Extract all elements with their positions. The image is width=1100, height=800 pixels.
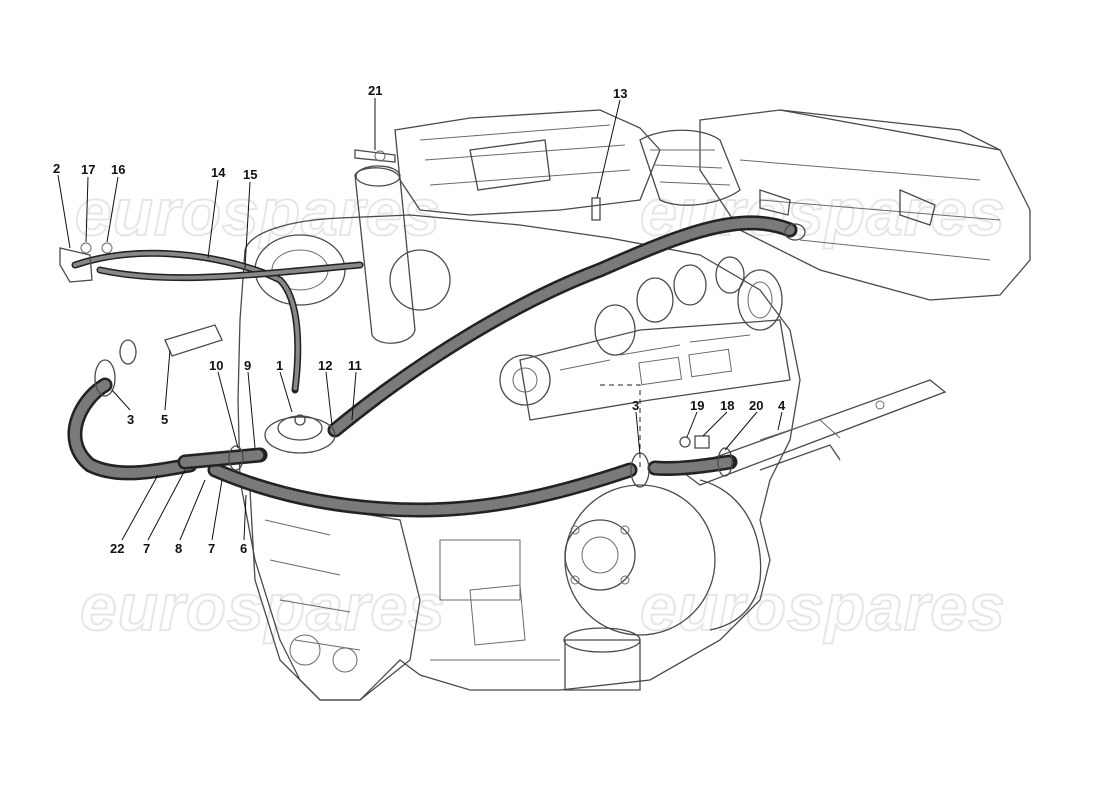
callout-3-right: 3 <box>632 398 639 413</box>
watermark-bottom-right: eurospares <box>640 570 1006 644</box>
callout-18: 18 <box>720 398 734 413</box>
pipe-drawing <box>678 379 947 486</box>
callout-1: 1 <box>276 358 283 373</box>
callout-labels: 21 13 2 17 16 14 15 10 9 1 12 11 3 5 3 1… <box>53 83 786 556</box>
callout-17: 17 <box>81 162 95 177</box>
callout-7-right: 7 <box>208 541 215 556</box>
watermark-top-left: eurospares <box>75 175 441 249</box>
callout-14: 14 <box>211 165 226 180</box>
callout-10: 10 <box>209 358 223 373</box>
callout-6: 6 <box>240 541 247 556</box>
callout-16: 16 <box>111 162 125 177</box>
callout-7-left: 7 <box>143 541 150 556</box>
hoses <box>59 149 806 518</box>
callout-9: 9 <box>244 358 251 373</box>
callout-2: 2 <box>53 161 60 176</box>
air-box-drawing <box>639 109 1031 301</box>
callout-4: 4 <box>778 398 786 413</box>
callout-13: 13 <box>613 86 627 101</box>
callout-21: 21 <box>368 83 382 98</box>
callout-20: 20 <box>749 398 763 413</box>
callout-15: 15 <box>243 167 257 182</box>
callout-12: 12 <box>318 358 332 373</box>
callout-22: 22 <box>110 541 124 556</box>
callout-11: 11 <box>348 358 362 373</box>
callout-19: 19 <box>690 398 704 413</box>
engine-block-drawing <box>237 109 801 701</box>
callout-5: 5 <box>161 412 168 427</box>
watermarks: eurospares eurospares eurospares eurospa… <box>74 174 1006 645</box>
leader-lines <box>57 98 783 541</box>
callout-8: 8 <box>175 541 182 556</box>
callout-3-left: 3 <box>127 412 134 427</box>
